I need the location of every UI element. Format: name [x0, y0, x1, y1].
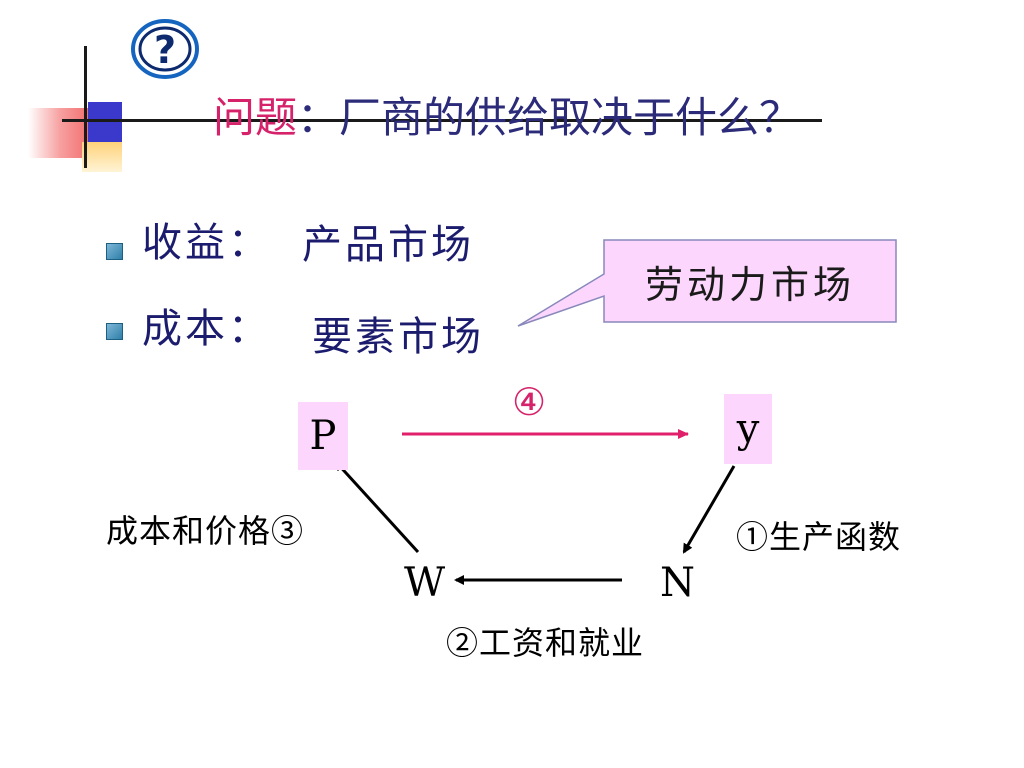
- bullet-label-revenue: 收益：: [142, 220, 271, 266]
- callout-bubble: [517, 239, 897, 327]
- bullet-icon: [106, 323, 123, 340]
- arrow-w-to-p: [334, 460, 420, 554]
- header-vertical-rule: [84, 46, 87, 168]
- node-n: N: [660, 560, 695, 606]
- bullet-value-product-market: 产品市场: [302, 222, 474, 268]
- label-cost-and-price: 成本和价格③: [106, 512, 305, 550]
- node-p: P: [298, 402, 348, 470]
- question-icon: ?: [131, 19, 199, 79]
- callout-label: 劳动力市场: [644, 262, 855, 307]
- label-wage-and-employment: ②工资和就业: [446, 624, 645, 662]
- bullet-icon: [106, 243, 123, 260]
- bullet-label-cost: 成本：: [142, 306, 271, 352]
- page-title: 问题：厂商的供给取决于什么？: [213, 84, 801, 145]
- step-4-label: ④: [512, 380, 547, 424]
- arrow-y-to-n: [682, 465, 736, 554]
- title-highlight: 问题: [213, 93, 298, 142]
- node-y: y: [724, 394, 772, 464]
- label-production-function: ①生产函数: [736, 518, 902, 556]
- question-icon-glyph: ?: [154, 28, 176, 72]
- title-rest: ：厂商的供给取决于什么？: [297, 93, 802, 142]
- header-ornament-gold: [82, 142, 122, 172]
- bullet-value-factor-market: 要素市场: [312, 314, 484, 360]
- header-horizontal-rule: [62, 119, 822, 122]
- node-w: W: [404, 560, 446, 606]
